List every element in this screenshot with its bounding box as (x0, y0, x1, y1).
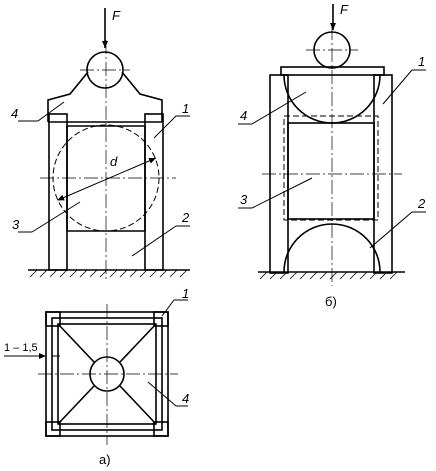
view-a-front: F d (11, 8, 190, 282)
ground-hatch-b (259, 271, 398, 280)
diameter-dimension (57, 157, 157, 201)
label-1-plan: 1 (182, 286, 189, 301)
side-bar-1-left-a (48, 113, 68, 271)
label-4-plan: 4 (182, 391, 189, 406)
clearance-label: 1 – 1,5 (4, 342, 38, 354)
top-plate-4-a (47, 71, 89, 122)
label-4-a: 4 (11, 106, 18, 121)
label-4-b: 4 (240, 108, 247, 123)
view-a-plan: 1 – 1,5 1 4 а) (4, 286, 189, 467)
caption-a: а) (99, 452, 111, 467)
caption-b: б) (325, 294, 337, 309)
label-3-b: 3 (240, 192, 248, 207)
top-cap-4-b (280, 66, 385, 76)
diameter-label: d (110, 154, 118, 169)
label-1-a: 1 (182, 101, 189, 116)
view-b-front: F (238, 2, 426, 309)
force-label-a: F (112, 8, 121, 23)
label-2-a: 2 (181, 210, 190, 225)
label-2-b: 2 (417, 196, 426, 211)
ground-hatch-a (29, 269, 188, 278)
label-1-b: 1 (418, 54, 425, 69)
force-label-b: F (340, 2, 349, 17)
specimen-b (287, 122, 375, 220)
label-3-a: 3 (12, 217, 20, 232)
